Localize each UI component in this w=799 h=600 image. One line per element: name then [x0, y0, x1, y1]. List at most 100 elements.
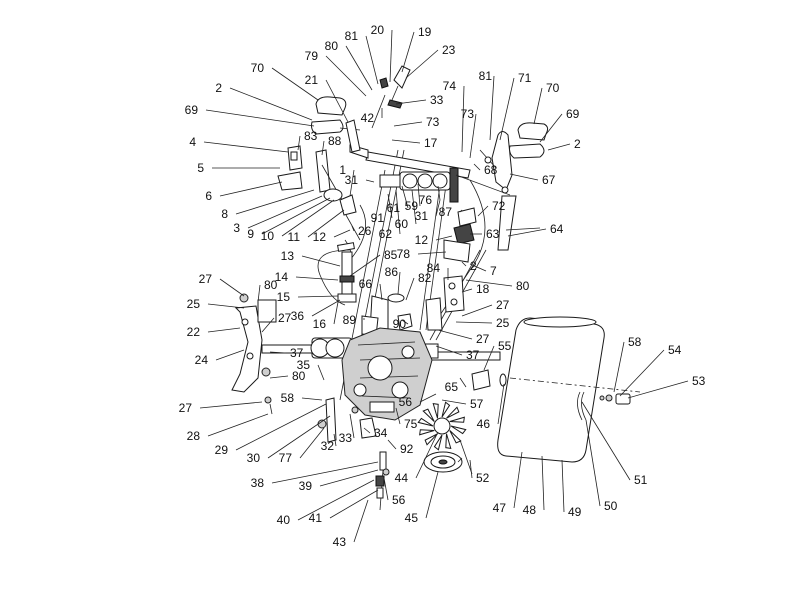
- leader-lines: [199, 29, 689, 543]
- left-side-plate: [231, 293, 277, 415]
- leader-line-31: [365, 179, 375, 183]
- leader-line-18: [461, 288, 473, 293]
- part-callout-26: 26: [358, 224, 372, 238]
- leader-line-28: [207, 413, 269, 437]
- part-callout-70: 70: [546, 81, 560, 95]
- leader-line-86: [397, 271, 401, 295]
- leader-line-64: [507, 228, 547, 237]
- axle-spacers: [471, 369, 507, 391]
- leader-line-71: [499, 77, 515, 141]
- leader-line-66: [379, 283, 383, 301]
- part-callout-73: 73: [461, 107, 475, 121]
- part-callout-53: 53: [692, 374, 706, 388]
- leader-line-24: [215, 349, 245, 361]
- leader-line-12: [435, 235, 453, 241]
- part-callout-88: 88: [328, 134, 342, 148]
- leader-line-39: [319, 469, 379, 487]
- leader-line-27: [261, 317, 275, 333]
- part-callout-81: 81: [345, 29, 359, 43]
- leader-line-43: [353, 499, 369, 543]
- part-callout-75: 75: [404, 417, 418, 431]
- right-middle-parts: [443, 195, 541, 263]
- part-callout-50: 50: [604, 499, 618, 513]
- leader-line-27: [219, 278, 245, 297]
- part-callout-83: 83: [304, 129, 318, 143]
- leader-line-69: [205, 109, 315, 127]
- part-callout-80: 80: [264, 278, 278, 292]
- part-callout-56: 56: [399, 395, 413, 409]
- leader-line-14: [295, 276, 339, 281]
- part-callout-7: 7: [490, 264, 497, 278]
- leader-line-80: [345, 45, 373, 91]
- leader-line-25: [455, 321, 493, 324]
- part-callout-73: 73: [426, 115, 440, 129]
- leader-line-68: [473, 163, 481, 171]
- part-callout-60: 60: [395, 217, 409, 231]
- leader-line-67: [509, 173, 539, 181]
- part-callout-16: 16: [313, 317, 327, 331]
- part-callout-47: 47: [493, 501, 507, 515]
- part-callout-28: 28: [187, 429, 201, 443]
- leader-line-1: [349, 169, 355, 197]
- leader-line-13: [301, 255, 341, 267]
- part-callout-80: 80: [325, 39, 339, 53]
- part-callout-65: 65: [445, 380, 459, 394]
- leader-line-35: [317, 364, 325, 381]
- part-callout-43: 43: [333, 535, 347, 549]
- leader-line-33: [349, 413, 355, 439]
- leader-line-4: [203, 141, 289, 153]
- part-callout-71: 71: [518, 71, 532, 85]
- part-callout-91: 91: [371, 211, 385, 225]
- part-callout-57: 57: [470, 397, 484, 411]
- part-callout-30: 30: [247, 451, 261, 465]
- part-callout-18: 18: [476, 282, 490, 296]
- leader-line-72: [477, 205, 489, 217]
- part-callout-4: 4: [189, 135, 196, 149]
- part-callout-21: 21: [305, 73, 319, 87]
- part-callout-22: 22: [187, 325, 201, 339]
- part-callout-14: 14: [275, 270, 289, 284]
- control-cables: [317, 179, 486, 331]
- leader-line-57: [441, 399, 467, 405]
- part-callout-58: 58: [628, 335, 642, 349]
- part-callout-2: 2: [470, 259, 477, 273]
- leader-line-85: [349, 254, 381, 277]
- right-control-lever: [479, 131, 513, 194]
- leader-line-83: [297, 135, 301, 151]
- parts-artwork: [231, 65, 641, 511]
- part-callout-5: 5: [197, 161, 204, 175]
- part-callout-67: 67: [542, 173, 556, 187]
- leader-line-87: [459, 209, 463, 213]
- leader-line-2: [547, 143, 571, 151]
- left-upper-lever: [345, 77, 389, 153]
- part-callout-24: 24: [195, 353, 209, 367]
- leader-line-41: [329, 489, 379, 519]
- leader-line-49: [561, 459, 565, 513]
- part-callout-34: 34: [374, 426, 388, 440]
- leader-line-32: [333, 433, 337, 447]
- leader-line-9: [261, 197, 331, 235]
- part-callout-35: 35: [297, 358, 311, 372]
- leader-line-25: [207, 303, 245, 309]
- part-callout-85: 85: [384, 248, 398, 262]
- leader-line-6: [219, 181, 283, 197]
- leader-line-75: [395, 407, 401, 425]
- part-callout-69: 69: [185, 103, 199, 117]
- leader-line-36: [311, 299, 341, 317]
- transmission-housing: [341, 327, 433, 421]
- leader-line-22: [207, 327, 241, 333]
- leader-line-81: [365, 35, 379, 85]
- leader-line-27: [437, 329, 473, 340]
- leader-line-88: [321, 140, 325, 156]
- part-callout-33: 33: [339, 431, 353, 445]
- part-callout-17: 17: [424, 136, 438, 150]
- leader-line-70: [533, 87, 543, 125]
- leader-line-59: [417, 183, 421, 207]
- part-callout-19: 19: [418, 25, 432, 39]
- cooling-fan: [417, 401, 467, 451]
- leader-line-29: [235, 403, 327, 451]
- leader-line-81: [489, 75, 495, 141]
- part-callout-12: 12: [415, 233, 429, 247]
- leader-line-3: [247, 195, 323, 229]
- part-callout-9: 9: [247, 227, 254, 241]
